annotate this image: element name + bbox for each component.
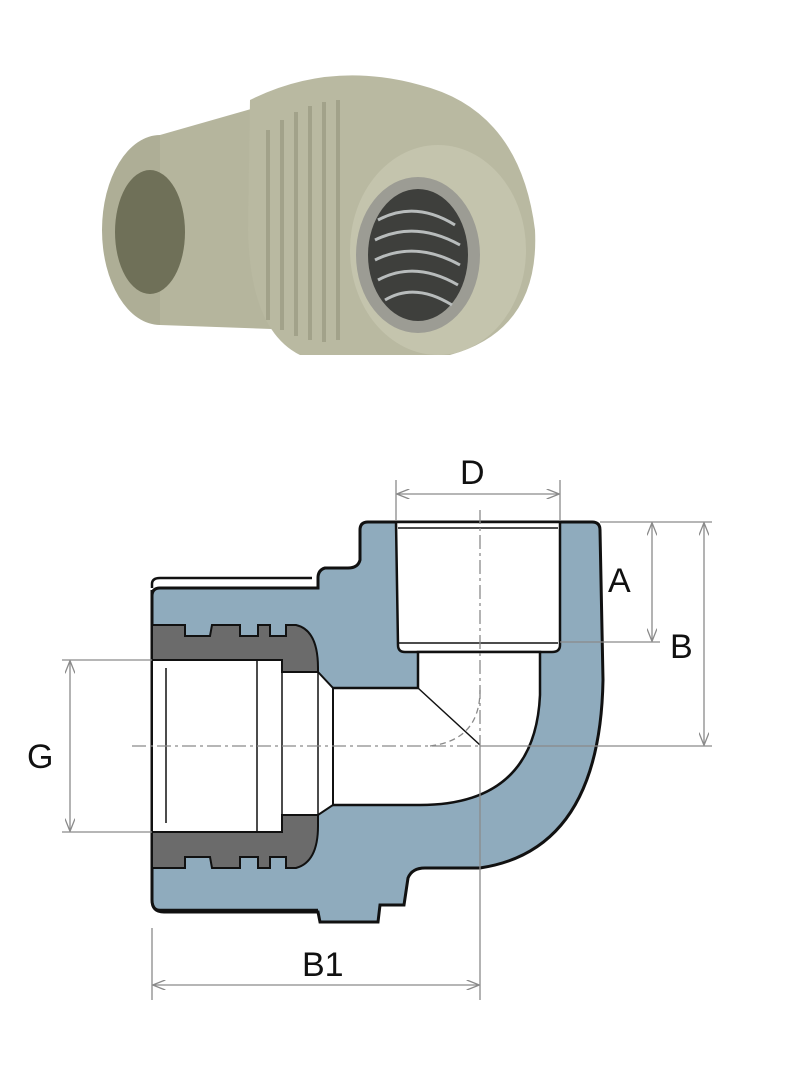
grip-ribs: [266, 100, 340, 342]
label-B1: B1: [302, 946, 344, 984]
outer-rim-bottom: [150, 899, 318, 912]
thread-opening: [368, 189, 468, 321]
inner-bore: [318, 650, 542, 807]
threaded-socket: [394, 520, 562, 654]
center-lines: [132, 510, 481, 747]
outer-rim-top: [150, 576, 312, 588]
dimension-lines: [62, 480, 712, 1000]
bore-intersection-line: [417, 687, 481, 746]
product-photo: [102, 75, 536, 355]
label-D: D: [460, 454, 485, 492]
label-A: A: [608, 562, 631, 600]
label-B: B: [670, 628, 693, 666]
section-drawing: [150, 520, 605, 924]
metal-insert-bottom: [151, 814, 319, 869]
label-G: G: [27, 738, 53, 776]
thread-lines: [374, 209, 461, 307]
left-socket-opening: [115, 170, 185, 294]
metal-insert-top: [151, 624, 319, 673]
